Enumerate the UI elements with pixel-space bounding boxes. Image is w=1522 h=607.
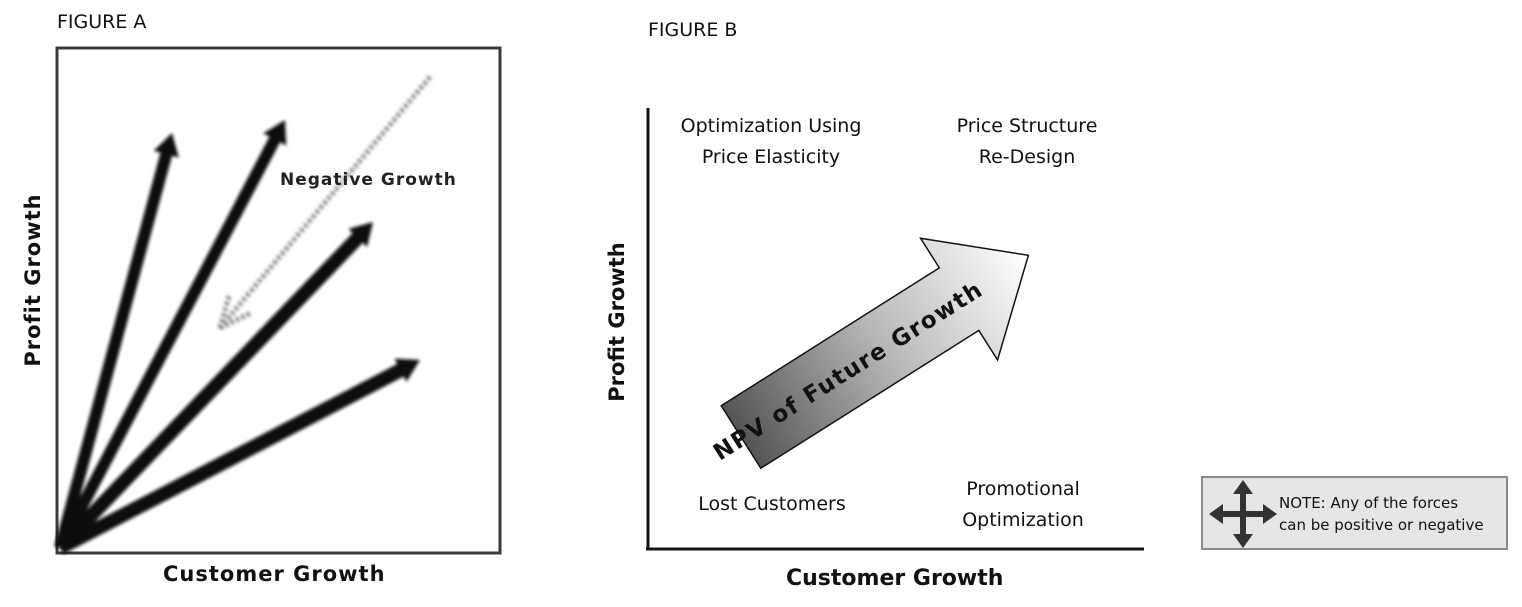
quadrant-bottom-right-label: Promotional Optimization <box>962 478 1084 531</box>
note-box: NOTE: Any of the forces can be positive … <box>1201 476 1508 550</box>
figure-b-y-axis-label: Profit Growth <box>605 242 629 402</box>
note-text: NOTE: Any of the forces can be positive … <box>1279 494 1484 534</box>
growth-arrow-3 <box>54 222 373 553</box>
figure-a-y-axis-label: Profit Growth <box>21 193 45 367</box>
quadrant-top-right-label: Price Structure Re-Design <box>956 115 1098 168</box>
figure-a-diagram <box>54 46 502 555</box>
growth-arrow-1 <box>54 133 179 550</box>
growth-arrow-4 <box>56 358 420 555</box>
figure-a-title: FIGURE A <box>57 11 147 33</box>
figure-b-x-axis-label: Customer Growth <box>786 566 1004 591</box>
figure-b-title: FIGURE B <box>648 19 738 41</box>
quadrant-top-left-label: Optimization Using Price Elasticity <box>680 115 862 168</box>
npv-arrow: NPV of Future Growth <box>709 237 1030 470</box>
figure-a-x-axis-label: Customer Growth <box>163 562 386 586</box>
four-way-arrow-icon <box>1209 480 1277 548</box>
figure-b-diagram: NPV of Future Growth <box>646 108 1144 551</box>
negative-growth-arrow <box>217 75 432 331</box>
quadrant-bottom-left-label: Lost Customers <box>698 493 846 515</box>
npv-arrow-label: NPV of Future Growth <box>709 277 988 467</box>
growth-arrow-2 <box>54 120 287 551</box>
negative-growth-label: Negative Growth <box>280 170 457 190</box>
